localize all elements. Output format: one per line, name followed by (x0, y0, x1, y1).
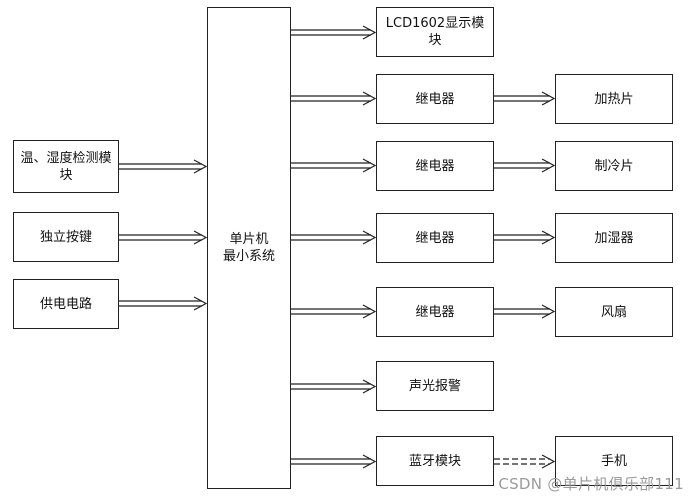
arrow-bluetooth-to-phone (494, 458, 550, 465)
input-label-keys: 独立按键 (39, 229, 92, 245)
output-box-relay1: 继电器 (376, 74, 494, 124)
arrow-relay2-to-cooler (494, 158, 556, 173)
input-box-power: 供电电路 (13, 279, 119, 329)
output-label-lcd: LCD1602显示模块 (385, 16, 485, 48)
csdn-watermark: CSDN @单片机俱乐部111 (498, 475, 684, 493)
device-label-fan: 风扇 (600, 304, 627, 320)
output-box-bluetooth: 蓝牙模块 (376, 436, 494, 486)
device-box-humidifier: 加湿器 (555, 213, 673, 263)
mcu-box: 单片机 最小系统 (207, 7, 291, 489)
arrow-relay1-to-heater (494, 91, 556, 106)
device-label-phone: 手机 (600, 453, 627, 469)
output-label-alarm: 声光报警 (408, 378, 461, 394)
arrow-mcu-to-alarm (291, 379, 377, 394)
device-box-phone: 手机 (555, 436, 673, 486)
arrow-power-to-mcu (119, 296, 208, 311)
arrow-mcu-to-bluetooth (291, 454, 377, 469)
arrow-mcu-to-lcd (291, 25, 377, 40)
output-box-relay4: 继电器 (376, 287, 494, 337)
arrow-mcu-to-relay1 (291, 91, 377, 106)
output-label-relay2: 继电器 (415, 158, 455, 174)
device-box-cooler: 制冷片 (555, 141, 673, 191)
output-box-relay2: 继电器 (376, 141, 494, 191)
output-label-relay4: 继电器 (415, 304, 455, 320)
output-label-bluetooth: 蓝牙模块 (408, 453, 461, 469)
input-label-temp-humidity: 温、湿度检测模块 (20, 150, 112, 183)
output-box-alarm: 声光报警 (376, 361, 494, 411)
arrow-mcu-to-relay3 (291, 230, 377, 245)
output-label-relay3: 继电器 (415, 230, 455, 246)
arrow-relay4-to-fan (494, 304, 556, 319)
output-box-lcd: LCD1602显示模块 (376, 7, 494, 57)
input-box-temp-humidity: 温、湿度检测模块 (13, 140, 119, 193)
arrow-keys-to-mcu (119, 230, 208, 245)
device-label-humidifier: 加湿器 (594, 230, 634, 246)
output-label-relay1: 继电器 (415, 91, 455, 107)
device-box-fan: 风扇 (555, 287, 673, 337)
device-label-heater: 加热片 (594, 91, 634, 107)
arrow-mcu-to-relay4 (291, 304, 377, 319)
arrow-relay3-to-humidifier (494, 230, 556, 245)
input-label-power: 供电电路 (39, 296, 92, 312)
output-box-relay3: 继电器 (376, 213, 494, 263)
mcu-label: 单片机 最小系统 (222, 232, 275, 264)
arrow-temp-to-mcu (119, 159, 208, 174)
device-box-heater: 加热片 (555, 74, 673, 124)
input-box-keys: 独立按键 (13, 212, 119, 262)
arrowhead-bluetooth-to-phone (541, 454, 556, 469)
device-label-cooler: 制冷片 (594, 158, 634, 174)
arrow-mcu-to-relay2 (291, 158, 377, 173)
